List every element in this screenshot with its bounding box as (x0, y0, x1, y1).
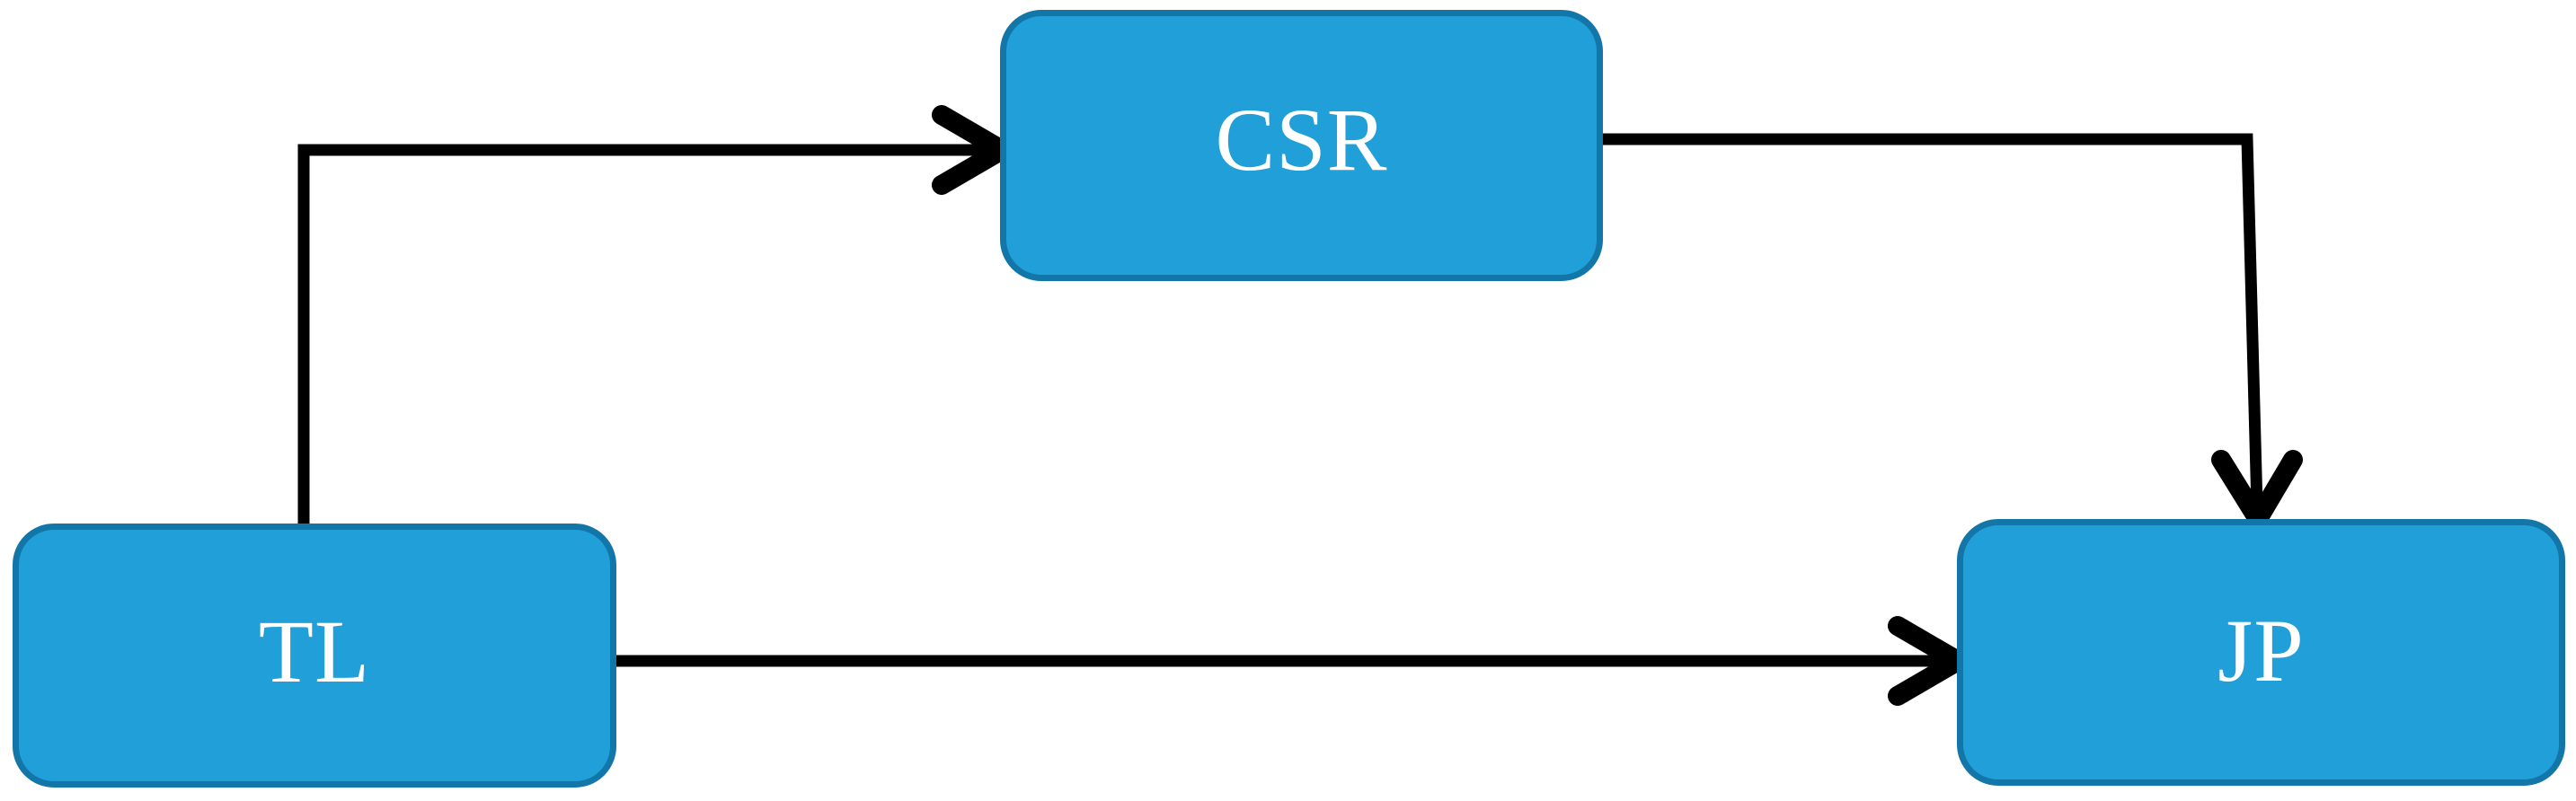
node-csr[interactable]: CSR (1000, 10, 1603, 281)
edge-tl-to-csr-line (297, 144, 993, 535)
node-tl[interactable]: TL (13, 524, 616, 788)
edge-csr-to-jp-line (1598, 133, 2263, 508)
node-jp[interactable]: JP (1957, 519, 2565, 786)
node-jp-label: JP (2217, 600, 2305, 700)
edge-csr-to-jp[interactable] (1598, 133, 2303, 539)
node-csr-label: CSR (1215, 90, 1388, 189)
node-tl-label: TL (258, 602, 371, 701)
edge-tl-to-csr[interactable] (297, 105, 1022, 535)
edge-tl-to-jp[interactable] (610, 616, 1978, 706)
